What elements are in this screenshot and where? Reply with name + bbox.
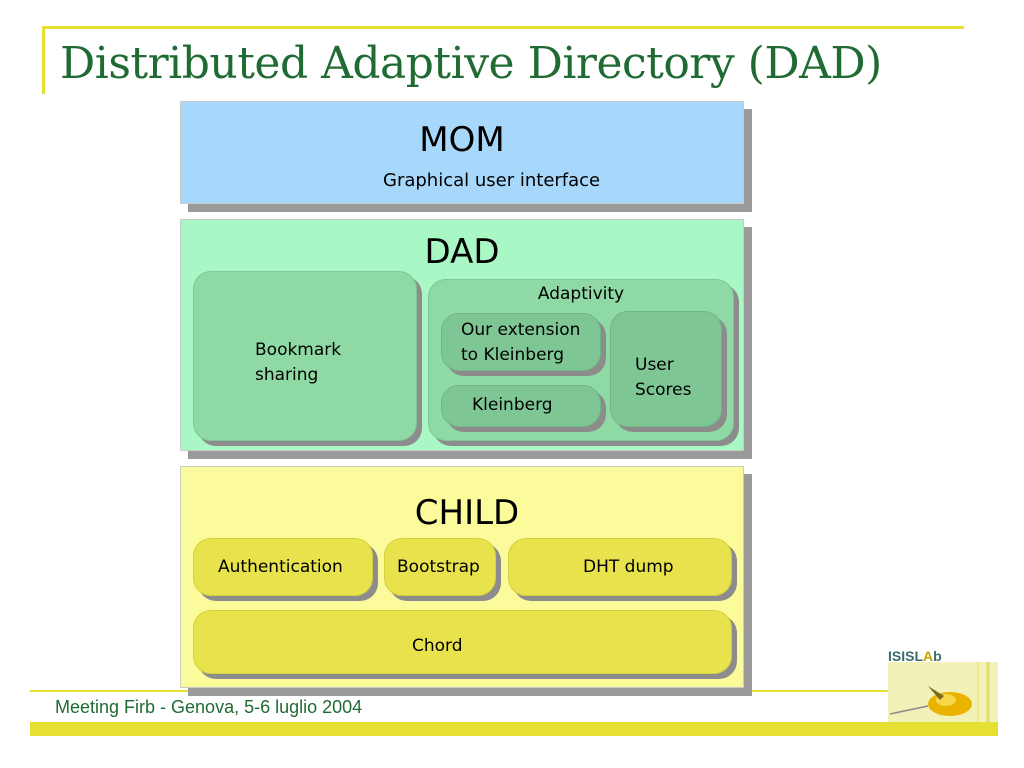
bookmark-label-line1: Bookmark [255,340,342,360]
user-scores-label-line2: Scores [635,380,692,400]
adaptivity-box: Adaptivity [428,279,734,441]
isislab-logo-graphic [888,662,998,722]
our-extension-label-line1: Our extension [461,320,581,340]
isislab-logo-text: ISISLAb [888,648,942,664]
dht-dump-box [508,538,732,596]
authentication-label: Authentication [218,557,343,577]
bookmark-sharing-box [193,271,417,441]
child-title: CHILD [414,493,520,533]
authentication-box [193,538,373,596]
mom-subtitle: Graphical user interface [383,170,601,191]
adaptivity-label: Adaptivity [537,284,625,304]
mom-title: MOM [419,120,505,160]
bootstrap-box [384,538,496,596]
footer-rule-thin [30,690,890,692]
user-scores-label-line1: User [635,355,674,375]
kleinberg-box [441,385,601,427]
dad-panel: DAD Adaptivity [180,219,744,451]
user-scores-box [610,311,722,427]
title-top-accent [42,26,964,29]
title-left-accent [42,26,45,94]
our-extension-label-line2: to Kleinberg [461,345,565,365]
slide-footer: Meeting Firb - Genova, 5-6 luglio 2004 [55,697,363,717]
chord-box [193,610,732,674]
our-extension-box [441,313,601,371]
kleinberg-label: Kleinberg [472,395,553,415]
isislab-logo: ISISLAb [888,642,998,722]
slide-title: Distributed Adaptive Directory (DAD) [60,38,882,89]
footer-bar [30,722,998,736]
bookmark-label-line2: sharing [255,365,319,385]
mom-panel: MOM Graphical user interface [180,101,744,204]
bootstrap-label: Bootstrap [397,557,480,577]
chord-label: Chord [412,636,463,656]
dht-dump-label: DHT dump [583,557,674,577]
child-panel: CHILD [180,466,744,688]
dad-title: DAD [424,232,500,272]
